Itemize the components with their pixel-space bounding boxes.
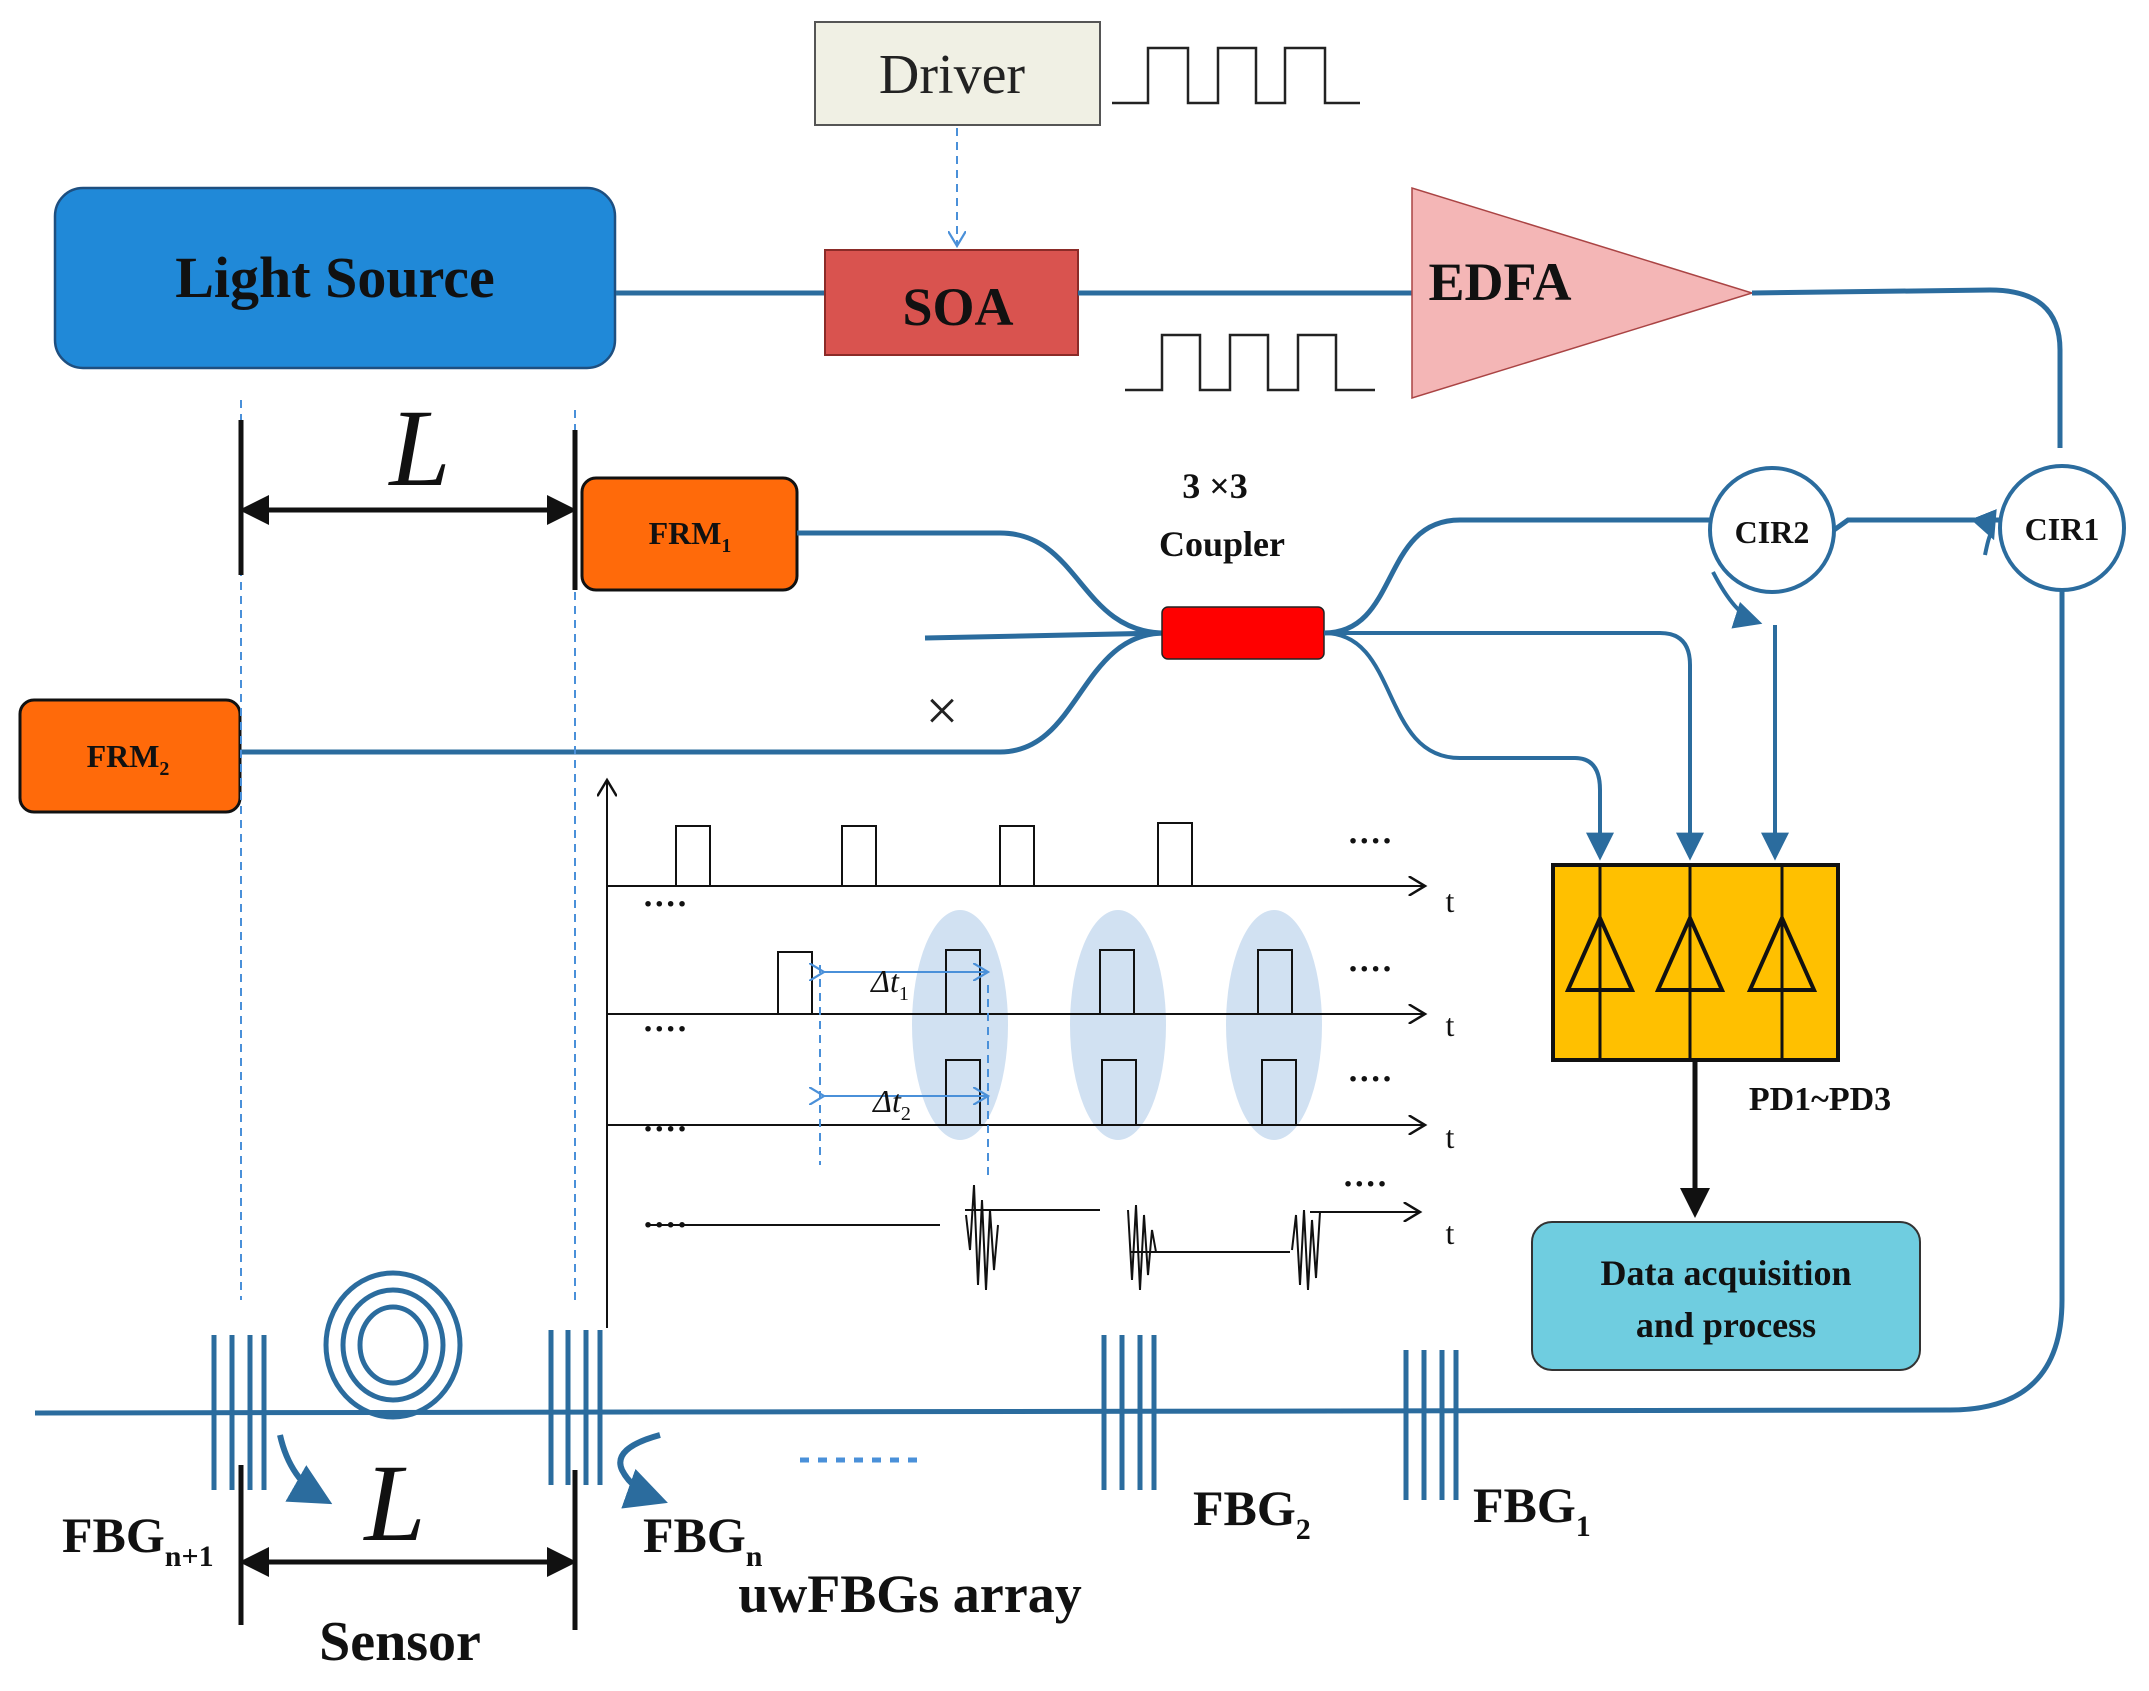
fiber-coil-icon [323, 1270, 463, 1420]
coupler-block [1161, 606, 1325, 660]
fiber-coupler-to-pd1 [1323, 631, 1614, 861]
overlap-highlight-3 [1226, 910, 1322, 1140]
svg-text:Δt1: Δt1 [869, 963, 909, 1005]
cir2-block: CIR2 [1708, 466, 1836, 629]
photodiode-1-icon [1564, 865, 1636, 1060]
photodetector-block [1551, 863, 1840, 1062]
light-source-block: Light Source [53, 186, 617, 370]
coupler-label-top: 3 ×3 [1182, 466, 1248, 506]
time-label-1: t [1446, 883, 1455, 919]
edfa-label: EDFA [1429, 252, 1572, 312]
svg-text:FBG1: FBG1 [1473, 1477, 1591, 1543]
ellipsis-row1-left: ···· [642, 886, 687, 923]
pulse-train-2 [777, 949, 1293, 1014]
fbg-n1-subscript: n+1 [165, 1540, 214, 1573]
cir2-rotation-arrow [1711, 571, 1763, 629]
frm2-subscript: 2 [159, 758, 169, 780]
timing-diagram: ···· ···· t ···· ···· t Δt1 ···· ···· t … [607, 780, 1455, 1328]
ellipsis-row3-left: ···· [642, 1111, 687, 1148]
sensor-label: Sensor [319, 1611, 481, 1673]
ellipsis-row2-left: ···· [642, 1011, 687, 1048]
interference-burst-2 [1127, 1204, 1157, 1291]
svg-text:FRM1: FRM1 [649, 515, 732, 557]
overlap-highlight-1 [912, 910, 1008, 1140]
svg-text:FRM2: FRM2 [87, 738, 170, 780]
soa-label: SOA [902, 277, 1013, 337]
fbg-1-label: FBG [1473, 1477, 1576, 1533]
coupler-label-group: 3 ×3 Coupler [1159, 466, 1285, 564]
ellipsis-row1-right: ···· [1347, 823, 1392, 860]
driver-pulse-train [1112, 46, 1360, 105]
interference-signal-trace [650, 1209, 1420, 1253]
driver-label: Driver [879, 44, 1026, 106]
svg-text:FBG2: FBG2 [1193, 1480, 1311, 1546]
fbg-1-grating [1403, 1350, 1459, 1500]
frm2-label: FRM [87, 738, 160, 774]
fbg-2-grating [1101, 1335, 1157, 1490]
interference-burst-3 [1291, 1209, 1321, 1291]
length-top-label: L [387, 387, 450, 509]
fbg-n-grating [548, 1330, 603, 1485]
frm2-block: FRM2 [18, 698, 242, 814]
photodiode-2-icon [1654, 865, 1726, 1060]
soa-block: SOA [824, 249, 1079, 356]
ellipsis-row2-right: ···· [1347, 951, 1392, 988]
reflection-arrow-n1 [277, 1434, 333, 1505]
time-label-4: t [1446, 1215, 1455, 1251]
soa-output-pulse-train [1125, 333, 1375, 392]
ellipsis-row4-right: ···· [1342, 1166, 1387, 1203]
driver-block: Driver [814, 21, 1101, 126]
svg-text:FBGn: FBGn [643, 1507, 763, 1573]
fiber-cir1-to-fbg-array [34, 590, 2065, 1416]
fbg-1-subscript: 1 [1576, 1510, 1591, 1543]
svg-text:Δt2: Δt2 [871, 1083, 911, 1125]
daq-label-bottom: and process [1636, 1305, 1816, 1345]
delta-t1-label: Δt [869, 963, 900, 999]
fbg-n-label: FBG [643, 1507, 746, 1563]
pd-label: PD1~PD3 [1749, 1081, 1891, 1118]
pulse-train-1 [675, 822, 1193, 886]
frm1-subscript: 1 [721, 535, 731, 557]
cir1-rotation-arrow [1970, 508, 1997, 556]
termination-cross: × [926, 678, 959, 743]
fiber-coupler-to-cir2 [1323, 517, 1710, 636]
array-label: uwFBGs array [738, 1564, 1082, 1624]
reflection-arrow-n [617, 1432, 668, 1509]
edfa-block: EDFA [1411, 186, 1755, 400]
frm1-label: FRM [649, 515, 722, 551]
fiber-cir2-to-cir1 [1832, 517, 2000, 533]
time-label-2: t [1446, 1007, 1455, 1043]
fiber-frm1-to-coupler [797, 530, 1166, 636]
time-label-3: t [1446, 1119, 1455, 1155]
daq-block: Data acquisition and process [1531, 1221, 1921, 1371]
ellipsis-row4-left: ···· [642, 1207, 687, 1244]
delta-t2-label: Δt [871, 1083, 902, 1119]
frm1-block: FRM1 [580, 476, 799, 592]
length-bottom-label: L [362, 1442, 425, 1564]
fiber-coupler-to-pd2 [1324, 631, 1704, 861]
interference-burst-1 [965, 1184, 999, 1291]
delta-t1-subscript: 1 [899, 983, 909, 1005]
cir2-label: CIR2 [1735, 514, 1810, 550]
fbg-2-label: FBG [1193, 1480, 1296, 1536]
fbg-n1-label: FBG [62, 1507, 165, 1563]
photodiode-3-icon [1746, 865, 1818, 1060]
delta-t2-subscript: 2 [901, 1103, 911, 1125]
fbg-n1-grating [211, 1335, 267, 1490]
fbg-n-subscript: n [746, 1540, 763, 1573]
fiber-coupler-left-middle [924, 630, 1166, 641]
fbg-2-subscript: 2 [1296, 1513, 1311, 1546]
fiber-edfa-to-cir1 [1751, 287, 2063, 448]
coupler-label-bottom: Coupler [1159, 524, 1285, 564]
cir1-block: CIR1 [1970, 464, 2126, 592]
overlap-highlight-2 [1070, 910, 1166, 1140]
cir1-label: CIR1 [2025, 511, 2100, 547]
svg-text:FBGn+1: FBGn+1 [62, 1507, 214, 1573]
fiber-frm2-to-coupler [240, 630, 1166, 755]
ellipsis-row3-right: ···· [1347, 1061, 1392, 1098]
light-source-label: Light Source [175, 245, 495, 310]
daq-label-top: Data acquisition [1600, 1253, 1851, 1293]
